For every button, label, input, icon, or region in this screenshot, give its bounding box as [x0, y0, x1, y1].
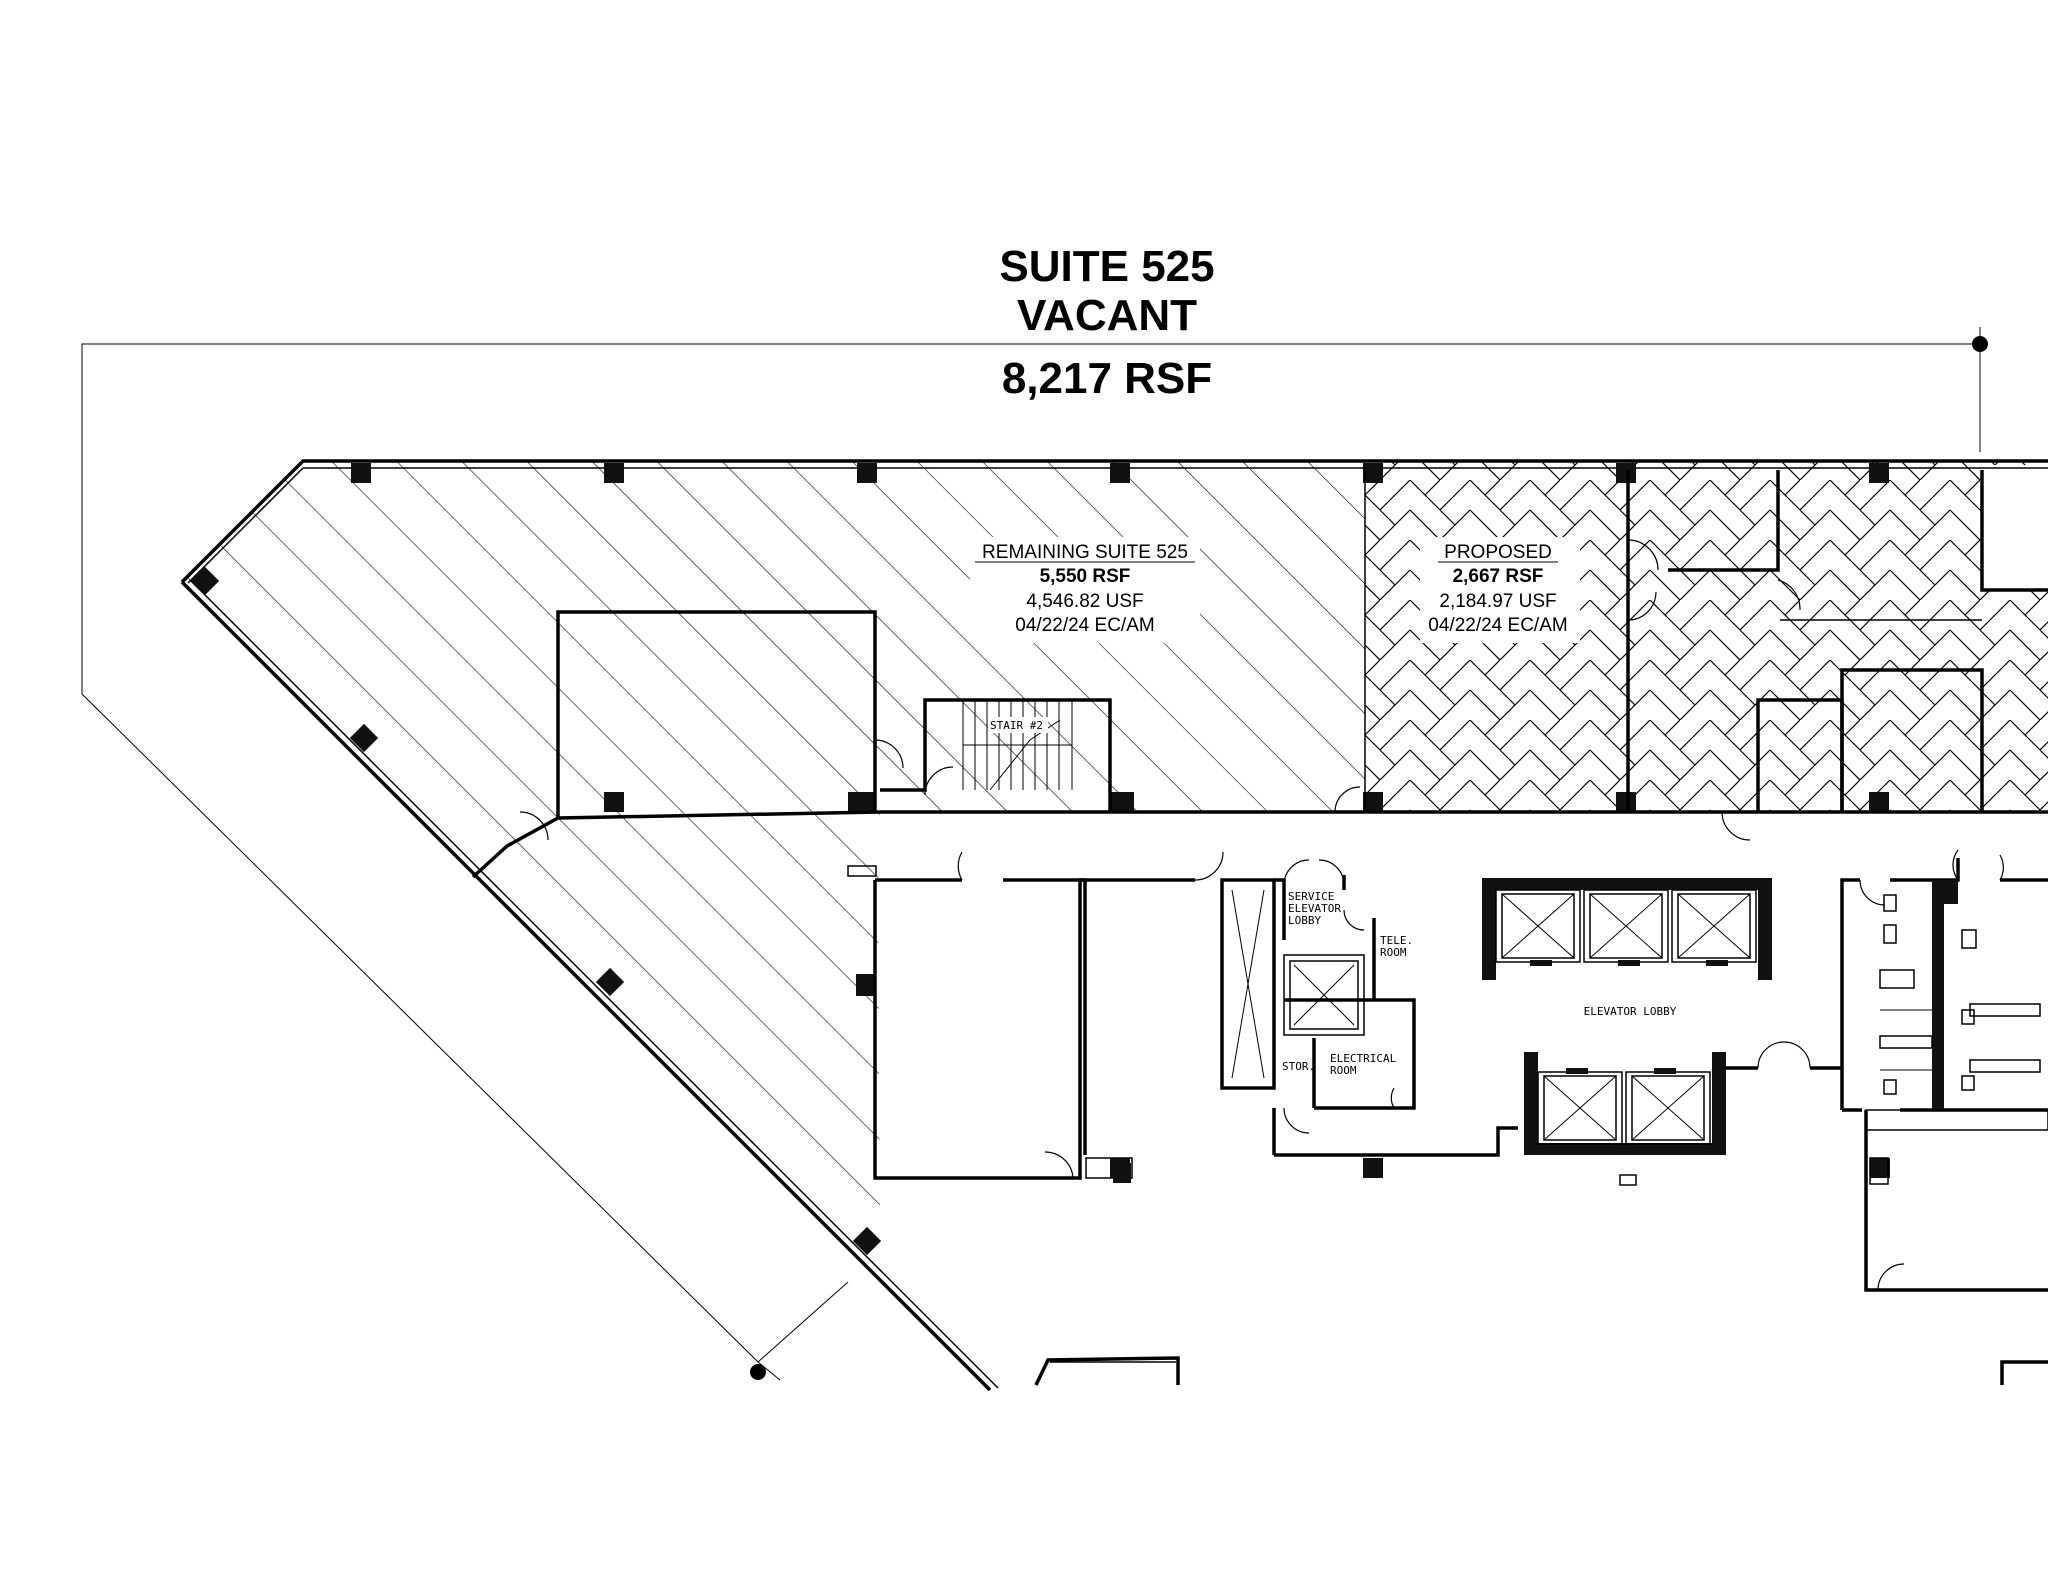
remaining-suite-rsf: 5,550 RSF — [1040, 566, 1131, 587]
remaining-suite-date: 04/22/24 EC/AM — [1015, 615, 1154, 636]
door-swing[interactable] — [519, 811, 549, 841]
building-outline — [81, 327, 1988, 1381]
remaining-suite-area[interactable] — [182, 461, 1365, 1240]
elevator-bank-north — [1482, 878, 1772, 980]
remaining-suite-label: REMAINING SUITE 525 5,550 RSF 4,546.82 U… — [970, 537, 1200, 643]
proposed-suite-usf: 2,184.97 USF — [1439, 591, 1556, 612]
elevator-lobby-label: ELEVATOR LOBBY — [1584, 1005, 1677, 1018]
service-elevator-lobby-label-1: SERVICE — [1288, 890, 1334, 903]
storage-label: STOR. — [1282, 1060, 1315, 1073]
proposed-suite-name: PROPOSED — [1444, 542, 1552, 563]
proposed-suite-label: PROPOSED 2,667 RSF 2,184.97 USF 04/22/24… — [1420, 537, 1580, 643]
stair-2: STAIR #2 — [962, 700, 1073, 791]
suite-status: VACANT — [1017, 291, 1197, 340]
suite-total-area: 8,217 RSF — [1002, 354, 1212, 403]
service-elevator-lobby-label-3: LOBBY — [1288, 914, 1321, 927]
elevator-bank-south — [1524, 1052, 1726, 1186]
suite-title-block: SUITE 525 VACANT 8,217 RSF — [999, 242, 1214, 403]
suite-number: SUITE 525 — [999, 242, 1214, 291]
proposed-suite-date: 04/22/24 EC/AM — [1428, 615, 1567, 636]
door-swing[interactable] — [924, 766, 954, 796]
grid-marker-dot — [1972, 336, 1988, 352]
remaining-suite-usf: 4,546.82 USF — [1026, 591, 1143, 612]
grid-marker-dot — [750, 1364, 766, 1380]
tele-room-label-2: ROOM — [1380, 946, 1407, 959]
door-swing[interactable] — [1334, 786, 1361, 813]
door-swing[interactable] — [874, 739, 904, 769]
exterior-wall — [180, 459, 2048, 1392]
electrical-room-label-2: ROOM — [1330, 1064, 1357, 1077]
proposed-partitions — [1626, 470, 2048, 841]
electrical-room-label-1: ELECTRICAL — [1330, 1052, 1397, 1065]
remaining-suite-name: REMAINING SUITE 525 — [982, 542, 1188, 563]
structural-columns — [190, 463, 1890, 1256]
building-core: SERVICE ELEVATOR LOBBY TELE. ROOM STOR. … — [847, 849, 2048, 1386]
service-elevator-lobby-label-2: ELEVATOR — [1288, 902, 1341, 915]
proposed-suite-rsf: 2,667 RSF — [1453, 566, 1544, 587]
tele-room-label-1: TELE. — [1380, 934, 1413, 947]
stair-label: STAIR #2 — [990, 719, 1043, 732]
interior-walls — [471, 465, 2048, 879]
